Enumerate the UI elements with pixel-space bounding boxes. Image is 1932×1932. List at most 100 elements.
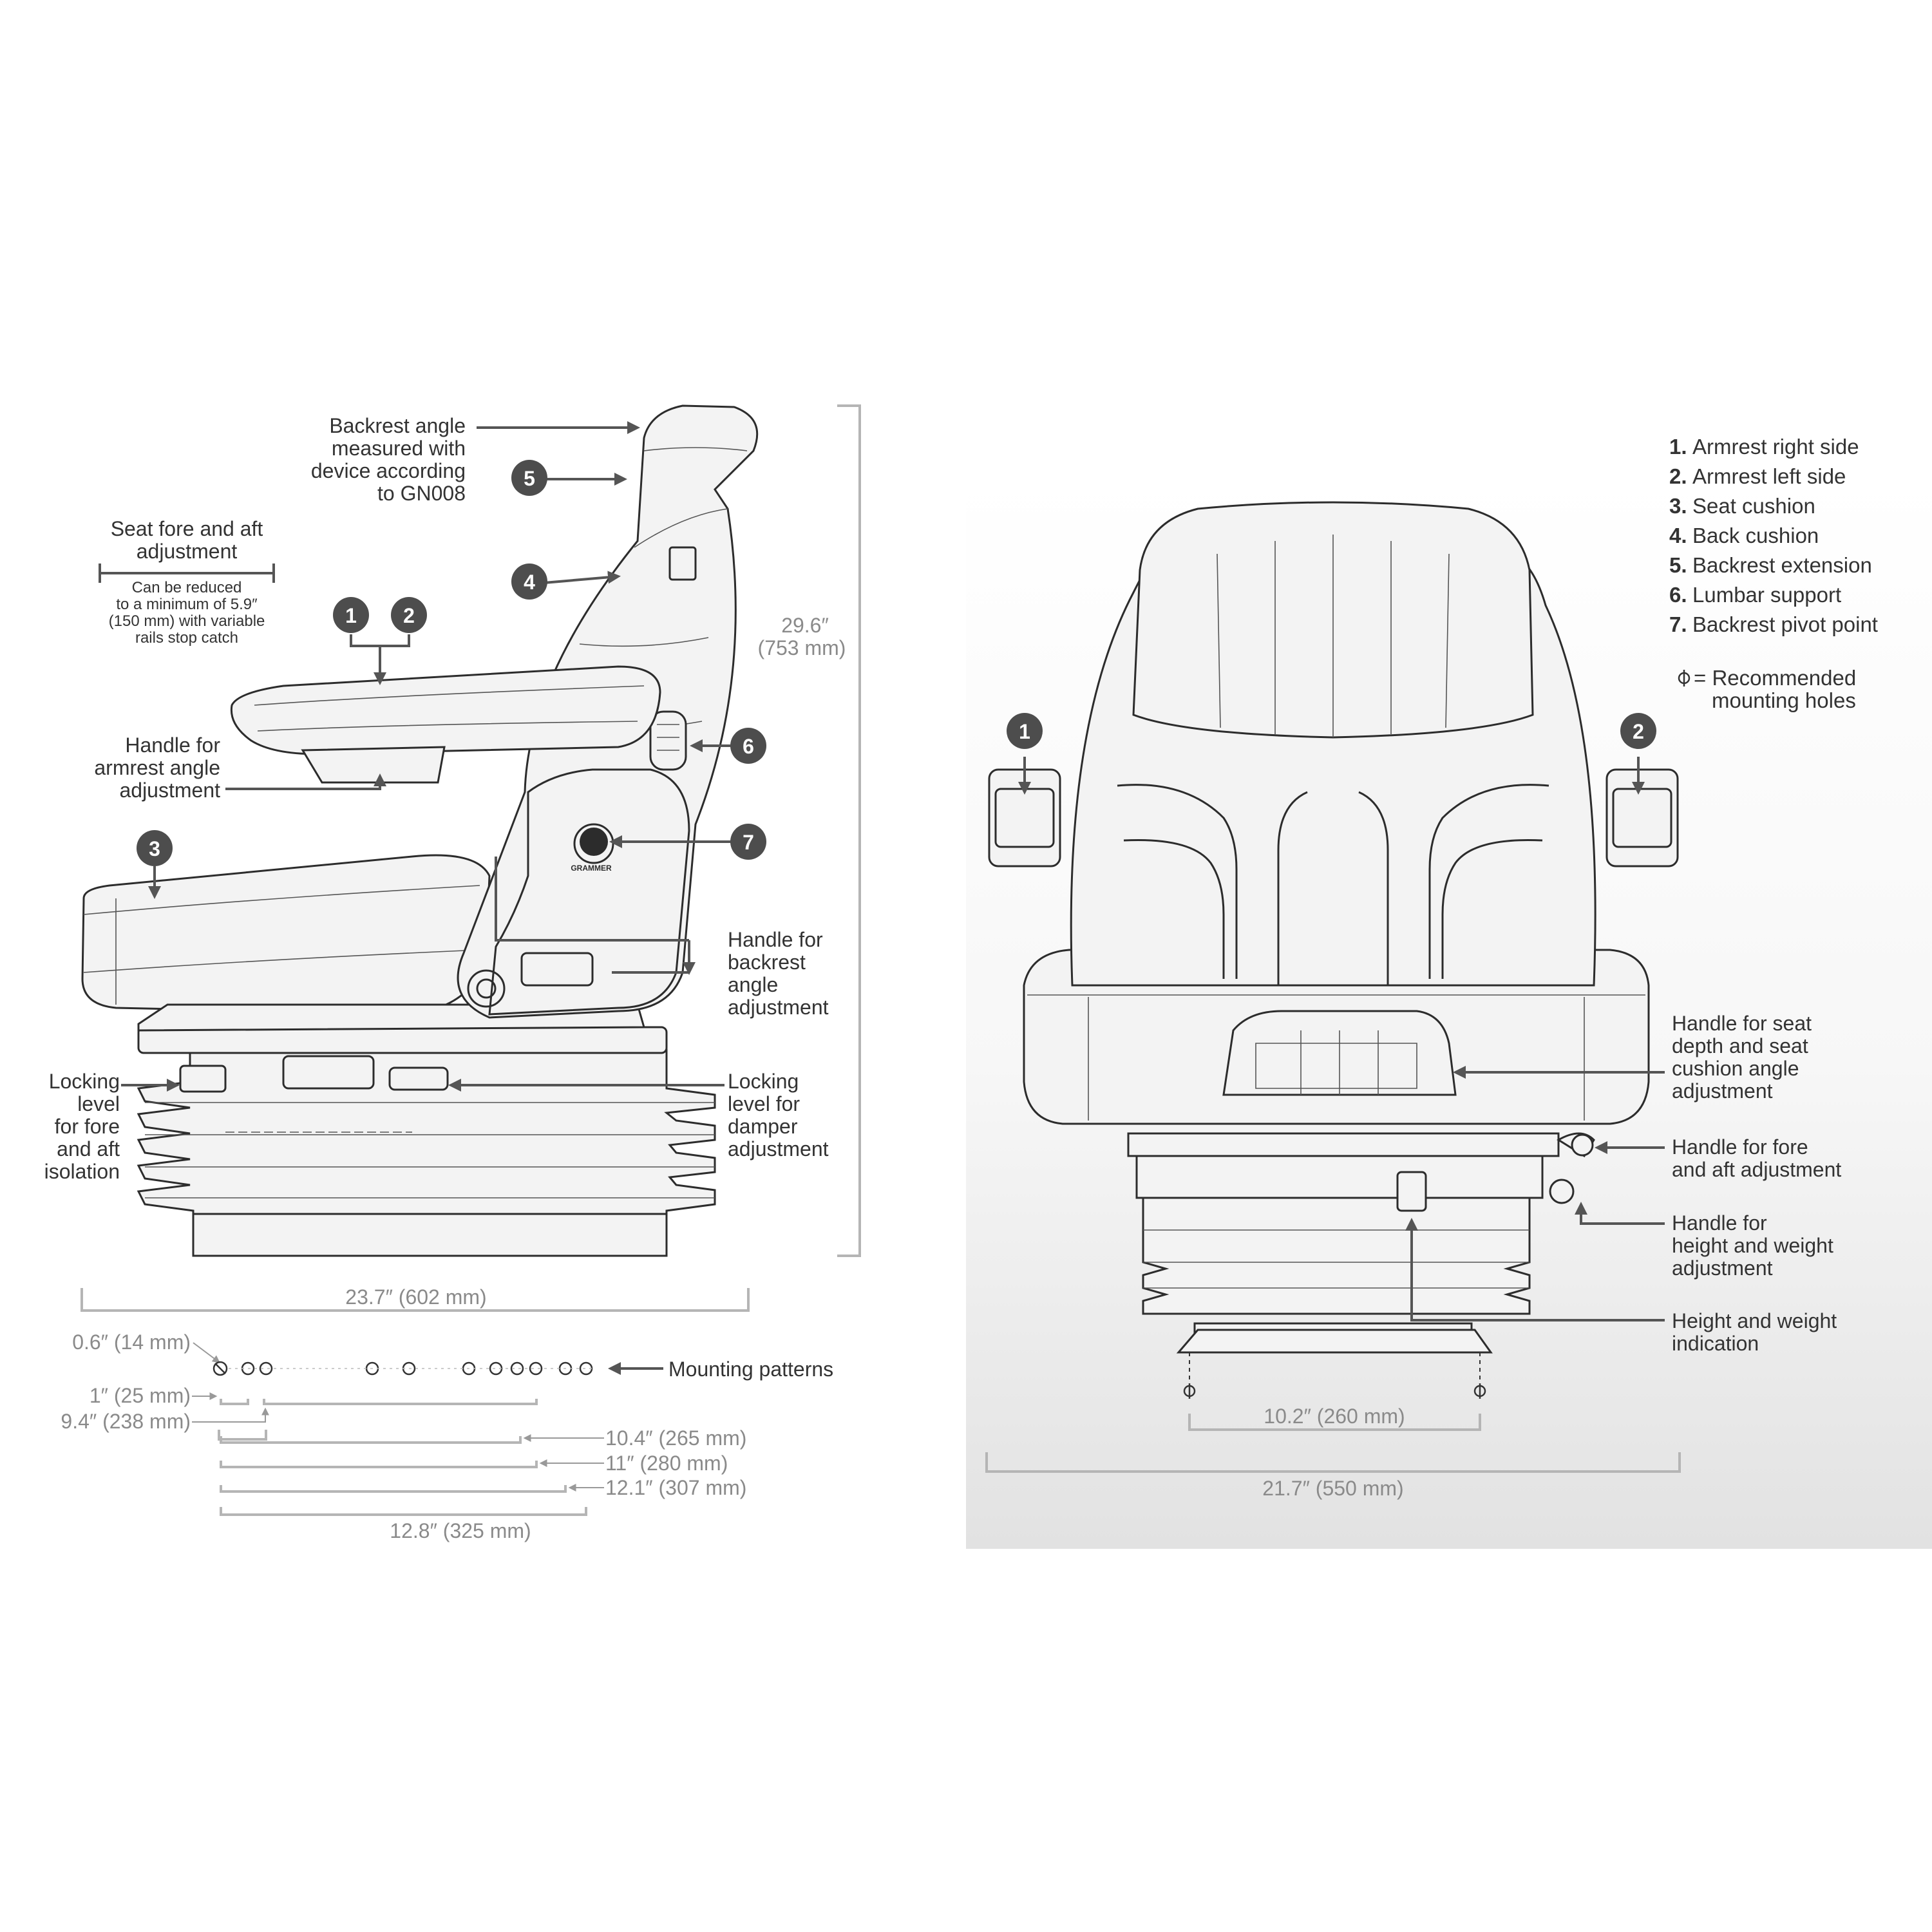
front-dimension-lines — [985, 670, 1690, 1473]
svg-text:angle: angle — [728, 973, 778, 996]
locking-damper-label: Locking level for damper adjustment — [728, 1070, 829, 1160]
svg-text:Armrest left side: Armrest left side — [1692, 464, 1846, 488]
svg-text:1: 1 — [1019, 720, 1030, 743]
svg-text:adjustment: adjustment — [1672, 1256, 1773, 1280]
callout-3: 3 — [137, 830, 173, 866]
parts-legend: 1. Armrest right side 2. Armrest left si… — [1669, 435, 1878, 712]
pattern-a-text: 9.4″ (238 mm) — [61, 1410, 191, 1433]
fore-aft-label: Seat fore and aft adjustment Can be redu… — [109, 517, 265, 647]
fore-aft-bracket — [99, 564, 275, 583]
backrest-handle-label: Handle for backrest angle adjustment — [728, 928, 829, 1019]
svg-text:to a minimum of 5.9″: to a minimum of 5.9″ — [116, 596, 258, 613]
mounting-patterns-label: Mounting patterns — [668, 1358, 833, 1381]
pattern-e-text: 12.8″ (325 mm) — [390, 1519, 531, 1542]
locking-fore-aft-label: Locking level for fore and aft isolation — [44, 1070, 120, 1183]
svg-text:Backrest extension: Backrest extension — [1692, 553, 1872, 577]
svg-text:1.: 1. — [1669, 435, 1687, 459]
svg-text:level for: level for — [728, 1092, 800, 1115]
callout-4: 4 — [511, 564, 547, 600]
svg-text:adjustment: adjustment — [1672, 1079, 1773, 1103]
svg-text:Handle for: Handle for — [125, 734, 220, 757]
svg-text:GRAMMER: GRAMMER — [571, 864, 612, 873]
svg-text:adjustment: adjustment — [728, 996, 829, 1019]
svg-text:adjustment: adjustment — [119, 779, 220, 802]
svg-text:7.: 7. — [1669, 612, 1687, 636]
svg-text:to GN008: to GN008 — [377, 482, 466, 505]
svg-text:Handle for seat: Handle for seat — [1672, 1012, 1812, 1035]
callout-2: 2 — [391, 597, 427, 633]
svg-text:5.: 5. — [1669, 553, 1687, 577]
backrest-angle-label: Backrest angle measured with device acco… — [311, 414, 466, 505]
svg-text:Armrest right side: Armrest right side — [1692, 435, 1859, 459]
width-dimension-line — [985, 1452, 1681, 1473]
height-dimension-line — [837, 404, 861, 1257]
hole-spacing-text: 1″ (25 mm) — [90, 1384, 191, 1407]
svg-text:Handle for: Handle for — [1672, 1211, 1767, 1235]
svg-text:cushion angle: cushion angle — [1672, 1057, 1799, 1080]
svg-text:device according: device according — [311, 459, 466, 482]
front-callouts: 1 2 — [1007, 713, 1656, 749]
height-weight-handle-label: Handle for height and weight adjustment — [1672, 1211, 1833, 1280]
side-callouts: 5 4 1 2 6 7 3 — [137, 460, 766, 866]
svg-text:Lumbar support: Lumbar support — [1692, 583, 1841, 607]
height-weight-indication-label: Height and weight indication — [1672, 1309, 1837, 1355]
height-dim-text-2: (753 mm) — [758, 636, 846, 659]
depth-dim-text: 23.7″ (602 mm) — [345, 1285, 486, 1309]
svg-text:adjustment: adjustment — [728, 1137, 829, 1160]
svg-text:3.: 3. — [1669, 494, 1687, 518]
svg-text:6: 6 — [743, 735, 754, 758]
svg-text:armrest angle: armrest angle — [94, 756, 220, 779]
svg-text:Seat cushion: Seat cushion — [1692, 494, 1815, 518]
svg-text:Can be reduced: Can be reduced — [132, 579, 242, 596]
side-view-seat — [81, 404, 759, 1257]
grammer-logo: GRAMMER — [571, 828, 612, 873]
pattern-d-text: 12.1″ (307 mm) — [605, 1476, 746, 1499]
front-callout-2: 2 — [1620, 713, 1656, 749]
seat-depth-handle-label: Handle for seat depth and seat cushion a… — [1672, 1012, 1812, 1103]
svg-text:4: 4 — [524, 571, 535, 594]
svg-text:Locking: Locking — [49, 1070, 120, 1093]
hole-diameter-text: 0.6″ (14 mm) — [72, 1331, 191, 1354]
front-view-seat — [988, 501, 1679, 1354]
svg-text:Handle for fore: Handle for fore — [1672, 1135, 1808, 1159]
svg-text:Seat fore and aft: Seat fore and aft — [111, 517, 263, 540]
svg-text:backrest: backrest — [728, 951, 806, 974]
front-callout-1: 1 — [1007, 713, 1043, 749]
svg-text:Backrest pivot point: Backrest pivot point — [1692, 612, 1878, 636]
svg-text:rails stop catch: rails stop catch — [135, 629, 238, 647]
svg-text:2: 2 — [1633, 720, 1644, 743]
callout-5: 5 — [511, 460, 547, 496]
front-hole-spacing-text: 10.2″ (260 mm) — [1264, 1405, 1405, 1428]
svg-text:1: 1 — [345, 604, 357, 627]
depth-dimension-line — [80, 1288, 750, 1312]
side-dimension-lines — [80, 404, 861, 1516]
svg-text:adjustment: adjustment — [137, 540, 238, 563]
svg-text:for fore: for fore — [55, 1115, 120, 1138]
svg-text:height and weight: height and weight — [1672, 1234, 1833, 1257]
svg-text:damper: damper — [728, 1115, 798, 1138]
svg-text:Backrest angle: Backrest angle — [329, 414, 466, 437]
pattern-b-text: 10.4″ (265 mm) — [605, 1426, 746, 1450]
svg-text:measured with: measured with — [332, 437, 466, 460]
callout-7: 7 — [730, 824, 766, 860]
svg-text:mounting holes: mounting holes — [1712, 688, 1856, 712]
svg-text:5: 5 — [524, 467, 535, 490]
svg-text:level: level — [77, 1092, 120, 1115]
front-width-text: 21.7″ (550 mm) — [1262, 1477, 1403, 1500]
svg-text:and aft: and aft — [57, 1137, 120, 1160]
svg-text:7: 7 — [743, 831, 754, 854]
armrest-handle-label: Handle for armrest angle adjustment — [94, 734, 220, 802]
svg-text:3: 3 — [149, 837, 160, 860]
svg-text:2: 2 — [403, 604, 415, 627]
svg-text:6.: 6. — [1669, 583, 1687, 607]
svg-text:depth and seat: depth and seat — [1672, 1034, 1808, 1057]
callout-1: 1 — [333, 597, 369, 633]
pattern-c-text: 11″ (280 mm) — [605, 1452, 728, 1475]
svg-text:Handle for: Handle for — [728, 928, 823, 951]
svg-text:and aft adjustment: and aft adjustment — [1672, 1158, 1841, 1181]
hole-spacing-line — [1188, 1414, 1481, 1431]
svg-text:Height and weight: Height and weight — [1672, 1309, 1837, 1332]
svg-text:= Recommended: = Recommended — [1694, 666, 1856, 690]
svg-text:Locking: Locking — [728, 1070, 799, 1093]
